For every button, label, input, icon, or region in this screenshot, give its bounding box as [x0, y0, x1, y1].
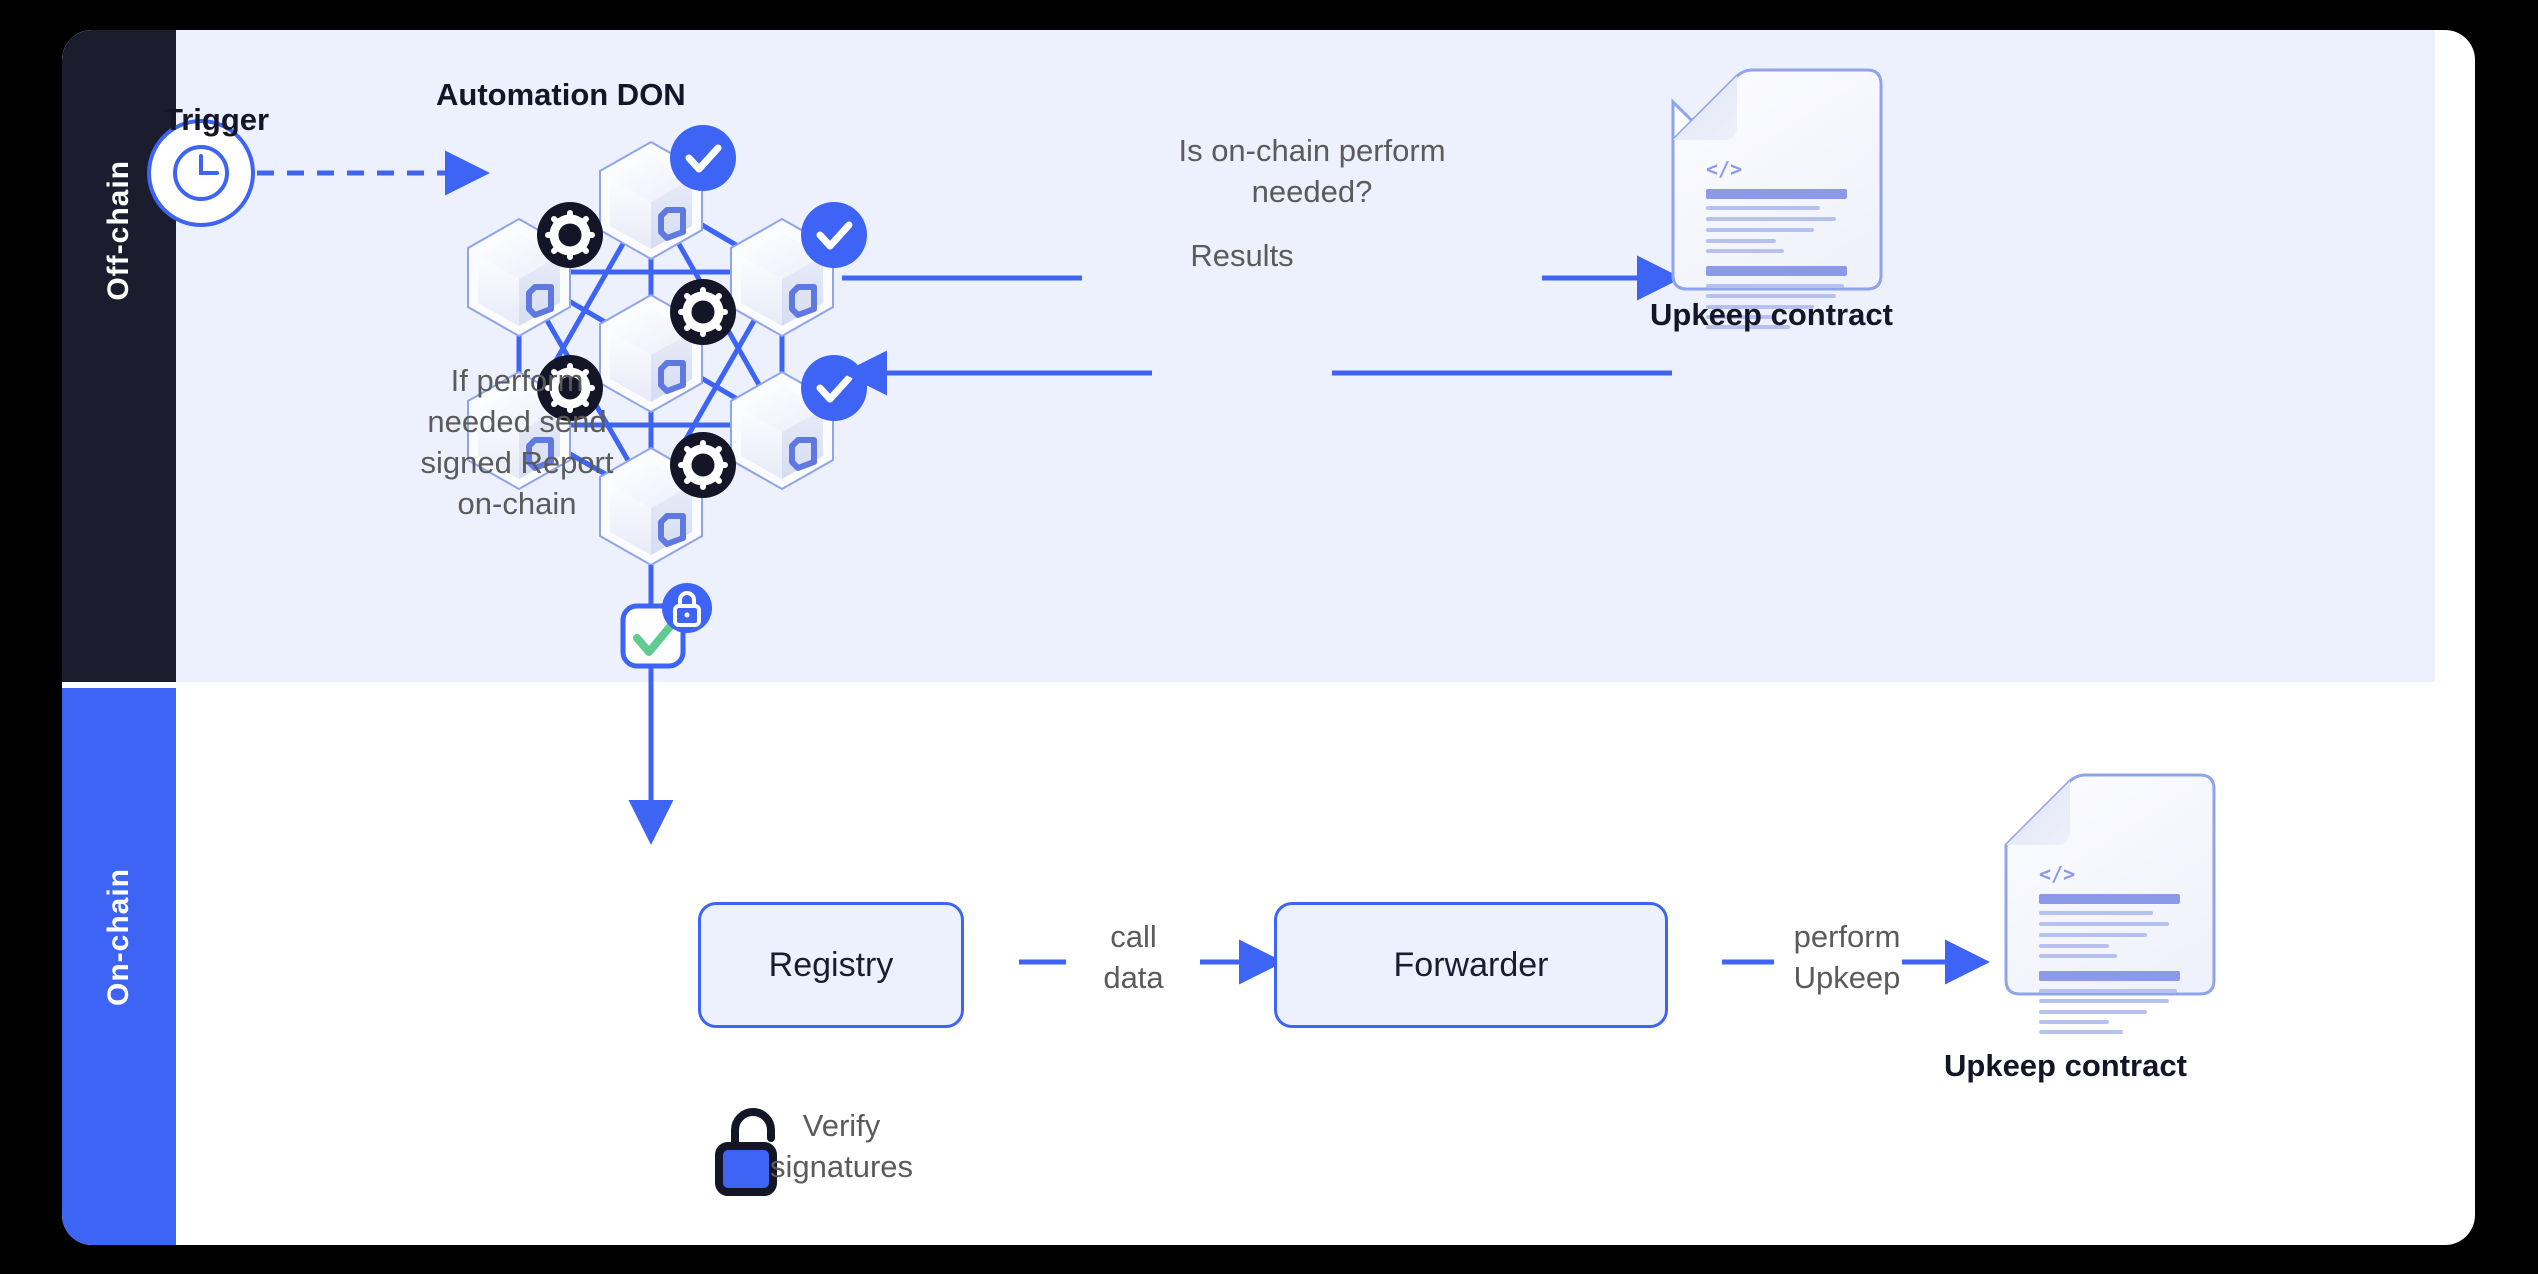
- results-label: Results: [1190, 238, 1294, 273]
- lane-on-chain-label: On-chain: [102, 868, 135, 1007]
- perform-upkeep-label: perform Upkeep: [1793, 919, 1901, 995]
- offchain-background: [176, 30, 2435, 682]
- forwarder-box[interactable]: Forwarder: [1274, 902, 1668, 1028]
- lane-off-chain: Off-chain: [62, 30, 176, 682]
- is-onchain-perform-needed-label: Is on-chain perform needed?: [1178, 133, 1446, 209]
- trigger-label: Trigger: [164, 102, 270, 137]
- lane-off-chain-label: Off-chain: [102, 160, 135, 301]
- call-data-label: call data: [1103, 919, 1164, 995]
- upkeep-contract-label-onchain: Upkeep contract: [1944, 1048, 2187, 1083]
- upkeep-contract-label-offchain: Upkeep contract: [1650, 297, 1893, 332]
- signed-report-label: If perform needed send signed Report on-…: [420, 363, 614, 521]
- registry-box[interactable]: Registry: [698, 902, 964, 1028]
- upkeep-contract-document-onchain: </>: [2004, 773, 2216, 1034]
- lane-on-chain: On-chain: [62, 688, 176, 1245]
- don-title: Automation DON: [436, 77, 686, 112]
- svg-text:</>: </>: [2039, 862, 2075, 886]
- verify-signatures-label: Verify signatures: [769, 1108, 914, 1184]
- diagram-card: Off-chain On-chain: [62, 30, 2475, 1245]
